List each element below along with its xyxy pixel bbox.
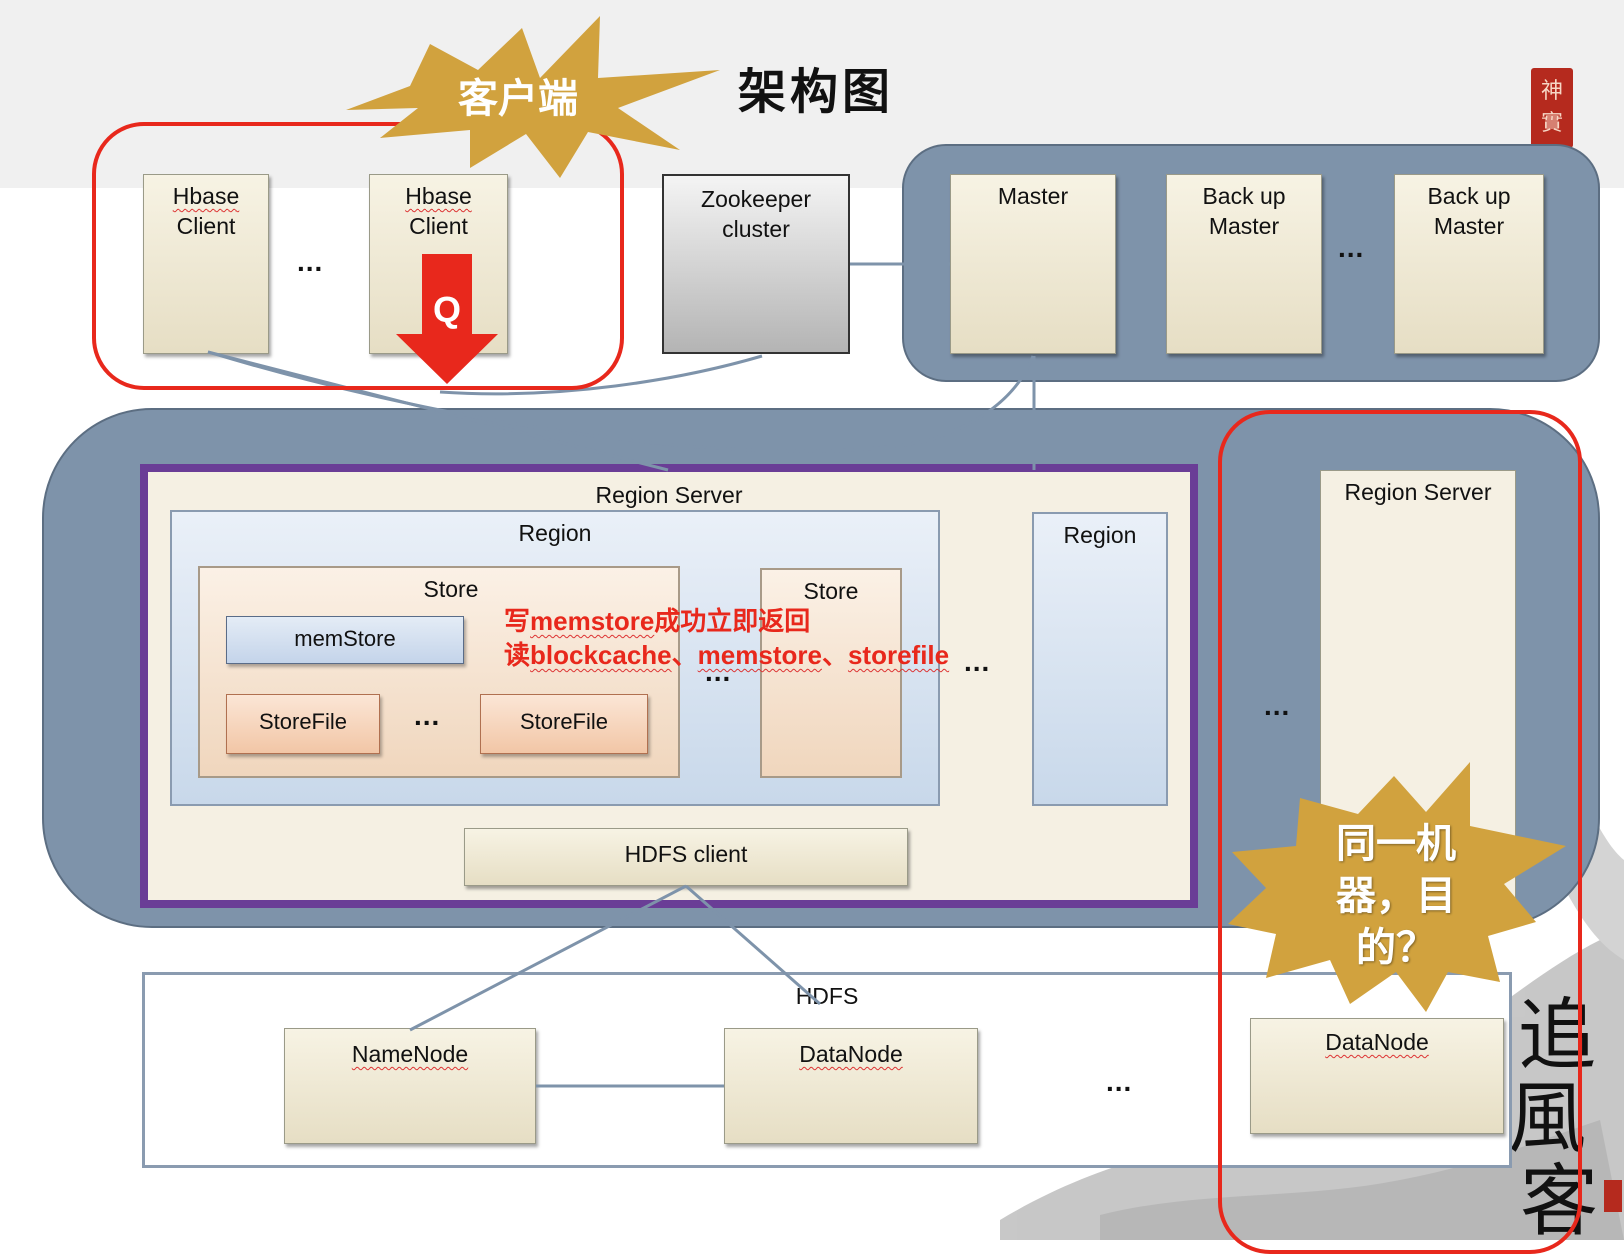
region-2: Region <box>1032 512 1168 806</box>
annotation-write-word: memstore <box>530 606 655 636</box>
svg-text:實: 實 <box>1541 111 1563 136</box>
store-2-label: Store <box>803 578 859 604</box>
red-seal-top: 神 實 <box>1531 68 1573 148</box>
storefile-2: StoreFile <box>480 694 648 754</box>
store-2: Store <box>760 568 902 778</box>
annotation-write-prefix: 写 <box>504 606 531 636</box>
machine-burst-line2: 器，目 <box>1336 874 1456 918</box>
memstore: memStore <box>226 616 464 664</box>
masters-ellipsis: ... <box>1338 232 1365 263</box>
stores-ellipsis: ... <box>705 656 732 687</box>
store-1-label: Store <box>423 576 479 602</box>
backup-master-2: Back up Master <box>1394 174 1544 354</box>
annotation-sep-1: 、 <box>671 640 698 670</box>
datanode-right-label: DataNode <box>1325 1029 1429 1055</box>
write-read-annotation: 写memstore成功立即返回 读blockcache、memstore、sto… <box>504 604 949 672</box>
annotation-read-word2: memstore <box>697 640 822 670</box>
page-title: 架构图 <box>738 64 895 120</box>
datanode-right: DataNode <box>1250 1018 1504 1134</box>
master-line1: Master <box>997 183 1069 209</box>
memstore-label: memStore <box>294 626 396 651</box>
annotation-read-word3: storefile <box>847 640 950 670</box>
master-node: Master <box>950 174 1116 354</box>
clients-ellipsis: ... <box>297 246 324 277</box>
storefile-1: StoreFile <box>226 694 380 754</box>
backup-master-1-line1: Back up <box>1202 183 1286 209</box>
hdfs-client-label: HDFS client <box>624 841 748 867</box>
hbase-client-1-line1: Hbase <box>172 183 240 209</box>
annotation-sep-2: 、 <box>821 640 848 670</box>
machine-burst-line1: 同一机 <box>1336 822 1456 866</box>
region-server-main-label: Region Server <box>595 482 743 508</box>
machine-burst-text: 同一机 器，目 的？ <box>1316 818 1476 974</box>
storefiles-ellipsis: ... <box>414 700 441 731</box>
svg-text:客: 客 <box>1520 1157 1598 1247</box>
annotation-line-read: 读blockcache、memstore、storefile <box>504 638 949 672</box>
datanodes-ellipsis: ... <box>1106 1066 1133 1097</box>
svg-text:追: 追 <box>1518 991 1596 1081</box>
namenode: NameNode <box>284 1028 536 1144</box>
hbase-client-1-line2: Client <box>176 213 236 239</box>
region-2-label: Region <box>1063 522 1137 548</box>
regions-ellipsis: ... <box>964 646 991 677</box>
zookeeper-line2: cluster <box>722 216 790 242</box>
hbase-client-1: Hbase Client <box>143 174 269 354</box>
annotation-read-word1: blockcache <box>530 640 672 670</box>
backup-master-1-line2: Master <box>1208 213 1280 239</box>
region-server-right-label: Region Server <box>1344 479 1492 505</box>
datanode-1-label: DataNode <box>799 1041 903 1067</box>
hdfs-client: HDFS client <box>464 828 908 886</box>
storefile-2-label: StoreFile <box>519 709 609 734</box>
hbase-client-2-line2: Client <box>409 213 468 239</box>
region-servers-ellipsis: ... <box>1264 690 1291 721</box>
machine-burst-line3: 的？ <box>1356 926 1436 970</box>
storefile-1-label: StoreFile <box>258 709 348 734</box>
backup-master-2-line1: Back up <box>1427 183 1511 209</box>
svg-text:風: 風 <box>1508 1074 1586 1164</box>
namenode-label: NameNode <box>351 1041 469 1067</box>
datanode-1: DataNode <box>724 1028 978 1144</box>
annotation-line-write: 写memstore成功立即返回 <box>504 604 944 638</box>
annotation-read-prefix: 读 <box>504 640 531 670</box>
backup-master-1: Back up Master <box>1166 174 1322 354</box>
hbase-client-2: Hbase Client <box>369 174 508 354</box>
backup-master-2-line2: Master <box>1433 213 1505 239</box>
svg-text:神: 神 <box>1541 79 1563 104</box>
hbase-client-2-line1: Hbase <box>405 183 472 209</box>
zookeeper-cluster: Zookeeper cluster <box>662 174 850 354</box>
hdfs-label: HDFS <box>795 983 859 1009</box>
zookeeper-line1: Zookeeper <box>701 186 811 212</box>
annotation-write-suffix: 成功立即返回 <box>654 606 811 636</box>
region-1-label: Region <box>518 520 592 546</box>
